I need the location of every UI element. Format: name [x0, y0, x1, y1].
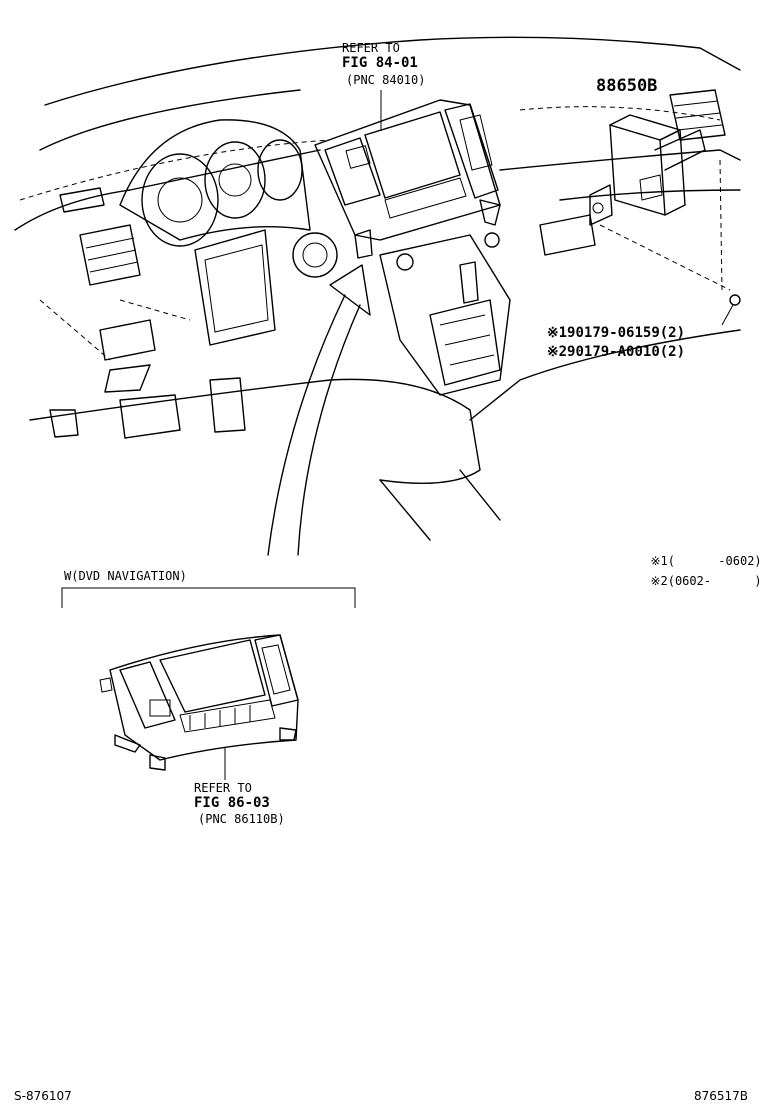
fastener-mark: ※2 — [546, 344, 568, 360]
steering-column — [194, 229, 338, 346]
fastener-quantity: (2) — [659, 344, 686, 360]
fastener-part-number: 90179-A0010 — [567, 344, 660, 360]
legend-range: ( -0602) — [667, 554, 760, 568]
fastener-mark: ※1 — [546, 325, 568, 341]
fastener-part-number: 90179-06159 — [567, 325, 660, 341]
dashboard-outline — [14, 36, 741, 541]
legend-row-1: ※1( -0602) — [636, 543, 760, 567]
legend-row-2: ※2(0602- ) — [636, 563, 760, 587]
bottom-callout-line1: REFER TO — [194, 781, 252, 795]
legend-mark: ※2 — [650, 574, 668, 588]
dvd-navigation-unit — [99, 634, 299, 771]
top-callout-line1: REFER TO — [342, 41, 400, 55]
fastener-quantity: (2) — [659, 325, 686, 341]
top-callout-line3: (PNC 84010) — [346, 73, 426, 87]
module-88650b — [589, 114, 731, 291]
variant-label: W(DVD NAVIGATION) — [64, 569, 187, 583]
screw-icon — [721, 294, 741, 326]
center-console — [379, 234, 511, 396]
part-number-label: 88650B — [596, 76, 658, 96]
fastener-row-1: ※190179-06159(2) — [530, 312, 685, 340]
left-air-vent — [59, 187, 156, 393]
arrow-icon — [267, 264, 371, 556]
center-stack-navigation — [314, 99, 501, 271]
footer-right-code: 876517B — [694, 1089, 749, 1103]
pedals — [49, 377, 246, 439]
bottom-callout-line3: (PNC 86110B) — [198, 812, 285, 826]
top-callout-line2: FIG 84-01 — [342, 55, 418, 71]
footer-left-code: S-876107 — [14, 1089, 72, 1103]
legend-mark: ※1 — [650, 554, 668, 568]
instrument-cluster — [119, 119, 311, 247]
bottom-callout-line2: FIG 86-03 — [194, 795, 270, 811]
variant-bracket — [61, 587, 356, 608]
legend-range: (0602- ) — [667, 574, 760, 588]
right-air-vent — [539, 89, 726, 256]
fastener-row-2: ※290179-A0010(2) — [530, 331, 685, 359]
